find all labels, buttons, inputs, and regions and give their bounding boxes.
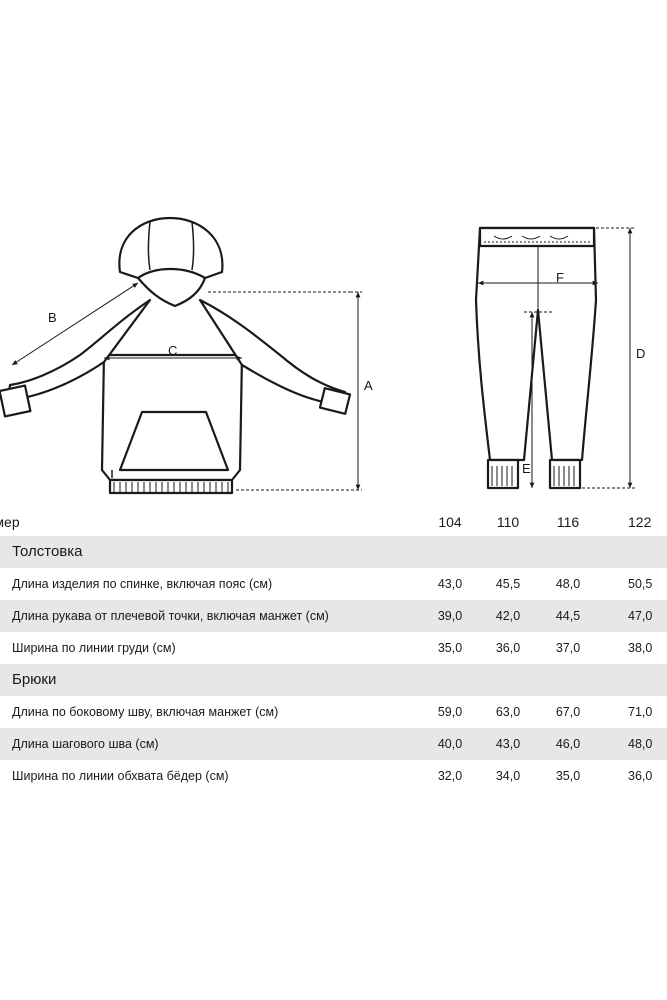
section-title: Брюки <box>12 671 57 688</box>
measure-value: 67,0 <box>555 705 581 719</box>
section-pants: Брюки <box>0 664 667 696</box>
garment-diagram: C B A F D E <box>0 216 645 495</box>
section-title: Толстовка <box>12 543 83 560</box>
measure-value: 71,0 <box>628 705 653 719</box>
table-row: Длина рукава от плечевой точки, включая … <box>0 600 667 632</box>
measure-value: 63,0 <box>495 705 521 719</box>
size-table: змер 104 110 116 122 Толстовка Длина изд… <box>0 508 667 792</box>
pants-dimensions <box>478 227 636 489</box>
measure-value: 45,5 <box>495 577 521 591</box>
measure-label: Длина шагового шва (см) <box>12 737 159 751</box>
measure-value: 36,0 <box>495 641 521 655</box>
hoodie-label-b: B <box>48 310 57 325</box>
measure-value: 34,0 <box>495 769 521 783</box>
table-row: Длина изделия по спинке, включая пояс (с… <box>0 568 667 600</box>
measure-label: Ширина по линии обхвата бёдер (см) <box>12 769 229 783</box>
table-row: Длина по боковому шву, включая манжет (с… <box>0 696 667 728</box>
size-110: 110 <box>496 514 520 530</box>
hoodie-dimensions <box>11 282 362 491</box>
measure-value: 39,0 <box>437 609 463 623</box>
measure-value: 35,0 <box>555 769 581 783</box>
hoodie-drawing <box>0 216 352 495</box>
measure-value: 32,0 <box>437 769 463 783</box>
measure-value: 36,0 <box>628 769 653 783</box>
size-header-row: змер 104 110 116 122 <box>0 508 667 536</box>
size-122: 122 <box>628 514 652 530</box>
pants-drawing <box>474 226 598 490</box>
measure-value: 40,0 <box>437 737 463 751</box>
measure-value: 50,5 <box>628 577 653 591</box>
pants-label-f: F <box>556 270 564 285</box>
size-116: 116 <box>556 514 580 530</box>
measure-value: 43,0 <box>495 737 521 751</box>
table-row: Ширина по линии груди (см) 35,0 36,0 37,… <box>0 632 667 664</box>
measure-value: 43,0 <box>437 577 463 591</box>
hoodie-cuff-ribs <box>113 482 229 492</box>
size-104: 104 <box>438 514 462 530</box>
section-hoodie: Толстовка <box>0 536 667 568</box>
measure-value: 37,0 <box>555 641 581 655</box>
measure-value: 47,0 <box>628 609 653 623</box>
size-header-label: змер <box>0 514 20 530</box>
measure-label: Длина изделия по спинке, включая пояс (с… <box>12 577 273 591</box>
pants-details <box>484 235 590 486</box>
measure-value: 46,0 <box>555 737 581 751</box>
hoodie-label-c: C <box>168 343 177 358</box>
measure-value: 44,5 <box>555 609 581 623</box>
measure-label: Длина по боковому шву, включая манжет (с… <box>12 705 279 719</box>
measure-value: 38,0 <box>628 641 653 655</box>
measure-value: 59,0 <box>437 705 463 719</box>
table-row: Длина шагового шва (см) 40,0 43,0 46,0 4… <box>0 728 667 760</box>
pants-label-e: E <box>522 461 531 476</box>
pants-label-d: D <box>636 346 645 361</box>
hoodie-label-a: A <box>364 378 373 393</box>
measure-label: Ширина по линии груди (см) <box>12 641 176 655</box>
measure-label: Длина рукава от плечевой точки, включая … <box>12 609 329 623</box>
hoodie-hood-lines <box>111 221 195 478</box>
measure-value: 48,0 <box>555 577 581 591</box>
table-row: Ширина по линии обхвата бёдер (см) 32,0 … <box>0 760 667 792</box>
measure-value: 48,0 <box>628 737 653 751</box>
measure-value: 42,0 <box>495 609 521 623</box>
measure-value: 35,0 <box>437 641 463 655</box>
